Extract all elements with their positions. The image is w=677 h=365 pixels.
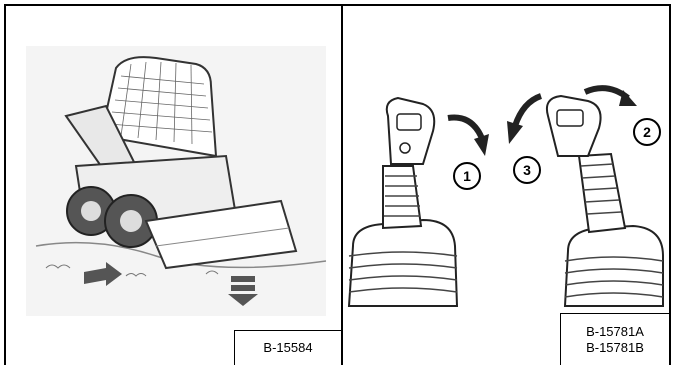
figure-code-b15584: B-15584 bbox=[235, 340, 341, 356]
joystick-controls-icon bbox=[343, 6, 669, 365]
skid-steer-loader-icon bbox=[6, 6, 341, 326]
figure-label-left: B-15584 bbox=[234, 330, 341, 365]
callout-1: 1 bbox=[453, 162, 481, 190]
figure-code-b15781b: B-15781B bbox=[561, 340, 669, 356]
callout-3: 3 bbox=[513, 156, 541, 184]
left-joystick-icon bbox=[349, 98, 457, 306]
figure-label-right: B-15781A B-15781B bbox=[560, 313, 669, 365]
figure-left-panel: B-15584 bbox=[6, 6, 341, 365]
callout-2: 2 bbox=[633, 118, 661, 146]
figure-right-panel: 1 2 3 B-15781A B-15781B bbox=[343, 6, 669, 365]
figure-code-b15781a: B-15781A bbox=[561, 324, 669, 340]
